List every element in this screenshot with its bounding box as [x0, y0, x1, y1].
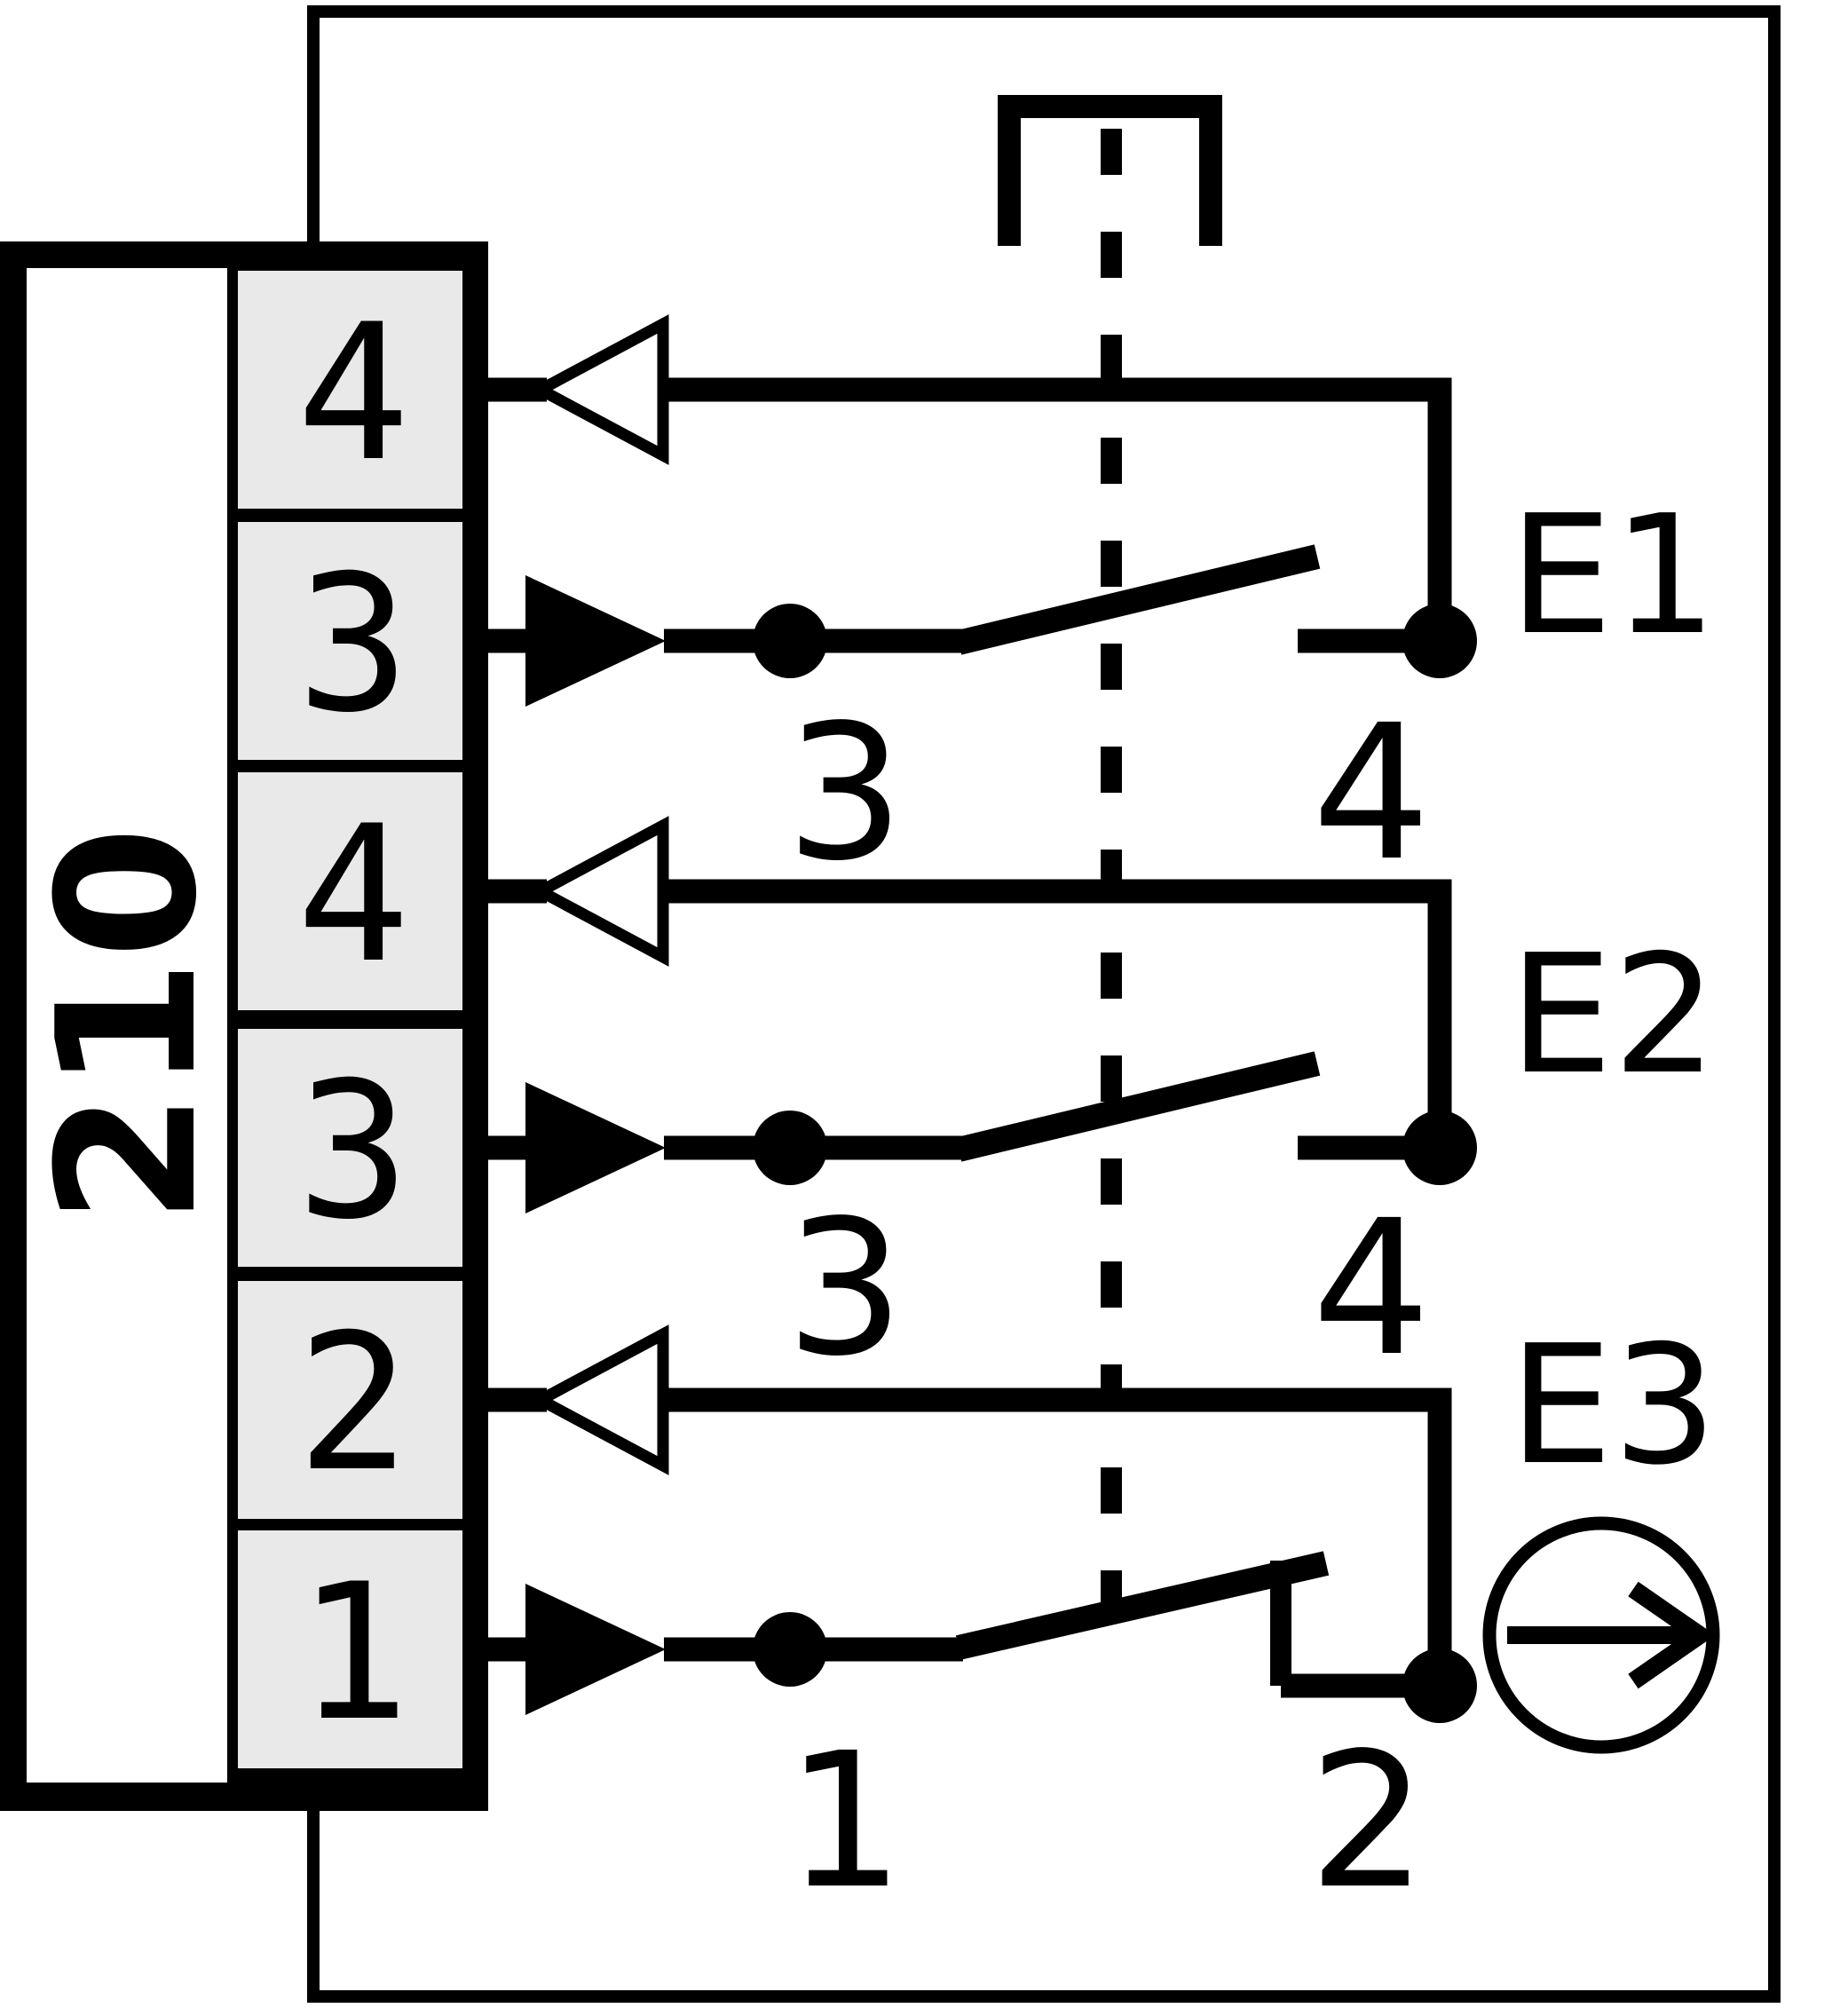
switch-blade: [955, 544, 1321, 655]
terminal-cell: [238, 522, 462, 760]
input-arrow-icon: [525, 1082, 666, 1213]
switch-blade: [955, 1051, 1321, 1162]
contact-dot: [753, 1111, 827, 1185]
terminal-cell: [238, 772, 462, 1010]
actuation-direction-icon: [1482, 1516, 1720, 1754]
module-label-area: [27, 268, 227, 1783]
module-label: 210: [16, 826, 239, 1225]
switch-blade: [955, 1551, 1330, 1660]
contact-number-label: 2: [1308, 1712, 1427, 1930]
circuit-e3: E3 1 2: [488, 1309, 1720, 1930]
contact-dot: [1402, 1648, 1477, 1723]
circuit-e1: E1 3 4: [488, 314, 1718, 902]
wire: [663, 1387, 1452, 1686]
circuit-label: E2: [1509, 919, 1718, 1111]
contact-dot: [1402, 1111, 1477, 1185]
circuit-e2: E2 3 4: [488, 816, 1718, 1397]
contact-dot: [753, 604, 827, 678]
contact-number-label: 3: [786, 684, 904, 902]
contact-number-label: 3: [786, 1180, 904, 1397]
contact-dot: [753, 1612, 827, 1687]
circuit-label: E3: [1509, 1309, 1718, 1501]
contact-number-label: 1: [786, 1712, 904, 1930]
terminal-label: 4: [296, 785, 410, 1004]
terminal-label: 3: [296, 534, 410, 754]
contact-number-label: 4: [1312, 684, 1431, 902]
terminal-cell: [238, 1530, 462, 1768]
terminal-cell: [238, 1029, 462, 1267]
output-arrow-icon: [528, 816, 669, 967]
contact-number-label: 4: [1312, 1180, 1431, 1397]
wire: [663, 879, 1452, 1148]
wire: [663, 377, 1452, 641]
output-arrow-icon: [528, 1324, 669, 1475]
connector-block: 4 3 4 3 2 1 210: [0, 241, 488, 1811]
output-arrow-icon: [528, 314, 669, 465]
input-arrow-icon: [525, 575, 666, 707]
terminal-label: 2: [296, 1293, 410, 1513]
terminal-cell: [238, 1281, 462, 1519]
terminal-label: 1: [296, 1543, 410, 1762]
terminal-cell: [238, 271, 462, 509]
actuator-bracket-icon: [998, 95, 1222, 246]
terminal-label: 4: [296, 283, 410, 502]
circuit-label: E1: [1509, 479, 1718, 671]
terminal-label: 3: [296, 1041, 410, 1261]
contact-dot: [1402, 604, 1477, 678]
input-arrow-icon: [525, 1584, 666, 1715]
